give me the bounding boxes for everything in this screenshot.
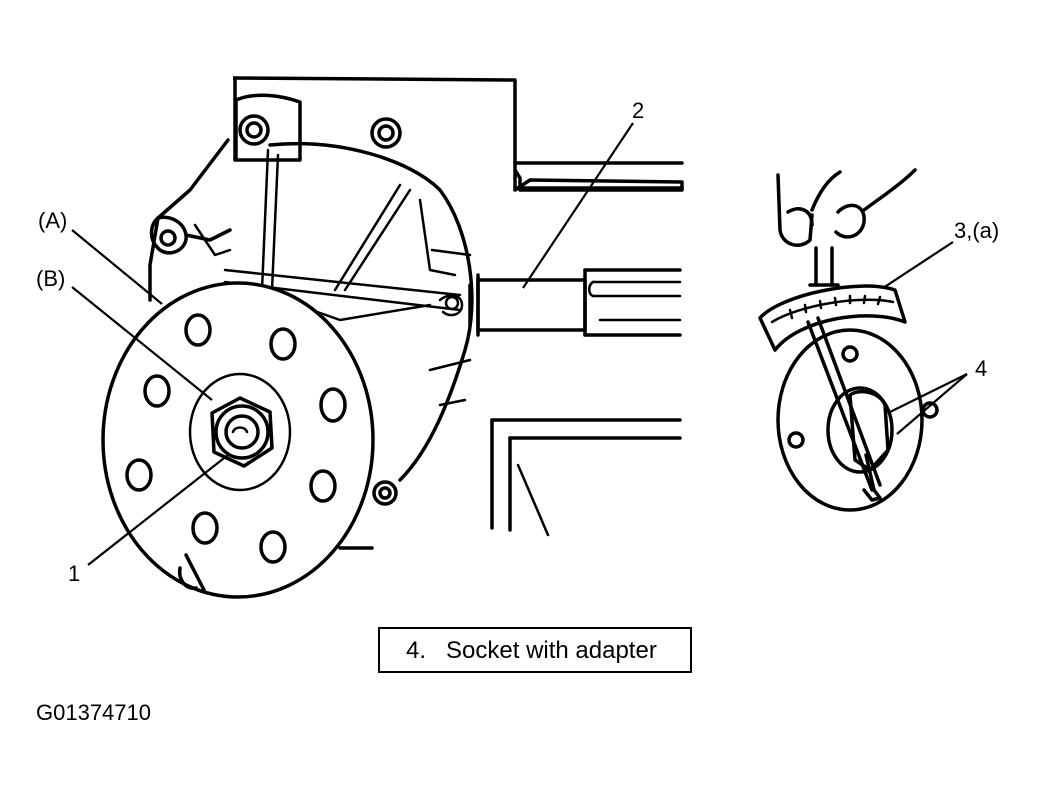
leader-lines: [71, 122, 968, 566]
lower-bracket: [490, 418, 682, 537]
legend-description: Socket with adapter: [446, 637, 657, 664]
figure-code: G01374710: [36, 700, 151, 725]
torque-gauge-inset: [758, 168, 939, 512]
legend-entry: 4. Socket with adapter: [406, 639, 657, 663]
callout-b-label: (B): [36, 266, 66, 291]
callout-1-label: 1: [68, 561, 81, 586]
legend-number: 4.: [406, 637, 427, 664]
differential-housing: [148, 76, 684, 550]
legend-box: 4. Socket with adapter: [378, 627, 692, 673]
callout-4-label: 4: [975, 356, 988, 381]
callout-a-label: (A): [38, 208, 68, 233]
callout-3a-label: 3,(a): [954, 218, 1000, 243]
axle-flange: [101, 281, 375, 599]
callout-2-label: 2: [632, 98, 645, 123]
pinion-shaft: [468, 268, 682, 337]
